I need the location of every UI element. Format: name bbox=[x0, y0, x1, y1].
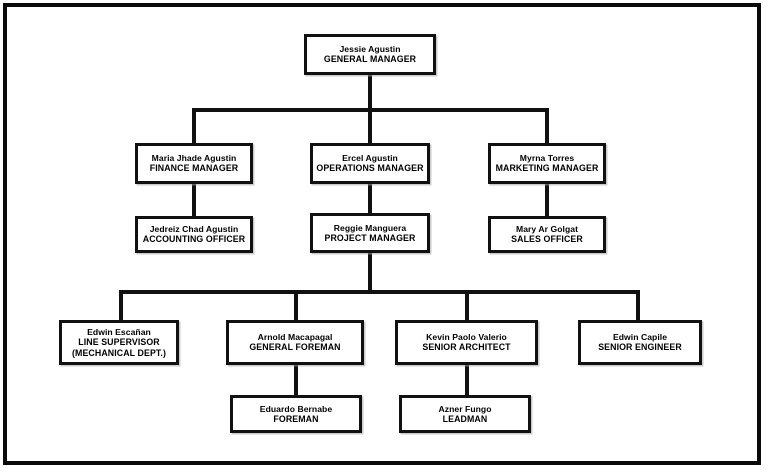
org-node-name: Mary Ar Golgat bbox=[516, 224, 578, 235]
chart-outer-frame: Jessie Agustin GENERAL MANAGER Maria Jha… bbox=[3, 3, 761, 465]
connector-senior-architect-leadman bbox=[465, 365, 469, 395]
connector-project-down bbox=[368, 252, 372, 292]
connector-drop-general-foreman bbox=[294, 290, 298, 320]
org-node-senior-architect[interactable]: Kevin Paolo Valerio SENIOR ARCHITECT bbox=[395, 320, 538, 365]
org-node-title: GENERAL FOREMAN bbox=[249, 342, 341, 353]
org-node-title: ACCOUNTING OFFICER bbox=[142, 234, 246, 245]
connector-drop-senior-architect bbox=[465, 290, 469, 320]
org-node-general-manager[interactable]: Jessie Agustin GENERAL MANAGER bbox=[304, 34, 436, 75]
org-node-title: FOREMAN bbox=[273, 413, 319, 424]
connector-gm-down bbox=[368, 74, 372, 110]
org-node-project-manager[interactable]: Reggie Manguera PROJECT MANAGER bbox=[310, 213, 430, 253]
org-node-name: Eduardo Bernabe bbox=[259, 403, 333, 414]
org-node-name: Reggie Manguera bbox=[333, 222, 407, 233]
connector-drop-operations bbox=[368, 108, 372, 144]
org-node-finance-manager[interactable]: Maria Jhade Agustin FINANCE MANAGER bbox=[135, 143, 253, 184]
org-node-name: Jedreiz Chad Agustin bbox=[149, 224, 239, 235]
connector-drop-finance bbox=[192, 108, 196, 144]
org-node-title: LEADMAN bbox=[442, 413, 488, 424]
org-node-name: Maria Jhade Agustin bbox=[151, 153, 237, 164]
org-node-general-foreman[interactable]: Arnold Macapagal GENERAL FOREMAN bbox=[226, 320, 364, 365]
org-node-leadman[interactable]: Azner Fungo LEADMAN bbox=[399, 395, 531, 433]
org-node-title: FINANCE MANAGER bbox=[149, 163, 239, 174]
org-node-title: LINE SUPERVISOR bbox=[78, 337, 160, 348]
org-node-title: SENIOR ARCHITECT bbox=[422, 342, 511, 353]
org-node-foreman[interactable]: Eduardo Bernabe FOREMAN bbox=[230, 395, 362, 433]
org-node-title: MARKETING MANAGER bbox=[495, 163, 599, 174]
org-node-name: Edwin Escañan bbox=[87, 327, 151, 338]
org-node-name: Ercel Agustin bbox=[342, 153, 398, 164]
org-node-name: Edwin Capile bbox=[612, 332, 668, 343]
org-node-subtitle: (MECHANICAL DEPT.) bbox=[71, 347, 166, 358]
org-node-name: Myrna Torres bbox=[519, 153, 575, 164]
connector-marketing-sales bbox=[545, 183, 549, 217]
org-node-accounting-officer[interactable]: Jedreiz Chad Agustin ACCOUNTING OFFICER bbox=[135, 216, 253, 253]
connector-drop-senior-engineer bbox=[636, 290, 640, 320]
org-node-title: SALES OFFICER bbox=[511, 234, 583, 245]
org-node-sales-officer[interactable]: Mary Ar Golgat SALES OFFICER bbox=[488, 216, 606, 253]
org-node-title: OPERATIONS MANAGER bbox=[316, 163, 424, 174]
org-node-title: PROJECT MANAGER bbox=[324, 232, 416, 243]
org-node-operations-manager[interactable]: Ercel Agustin OPERATIONS MANAGER bbox=[310, 143, 430, 184]
org-node-line-supervisor[interactable]: Edwin Escañan LINE SUPERVISOR (MECHANICA… bbox=[59, 320, 179, 365]
connector-general-foreman-foreman bbox=[294, 365, 298, 395]
org-node-senior-engineer[interactable]: Edwin Capile SENIOR ENGINEER bbox=[578, 320, 702, 365]
connector-drop-line-supervisor bbox=[119, 290, 123, 320]
org-node-name: Azner Fungo bbox=[438, 403, 492, 414]
connector-level4-bus bbox=[119, 290, 639, 294]
org-node-name: Jessie Agustin bbox=[339, 44, 401, 55]
org-node-title: SENIOR ENGINEER bbox=[598, 342, 682, 353]
connector-operations-project bbox=[368, 183, 372, 217]
connector-finance-accounting bbox=[192, 183, 196, 217]
org-node-name: Arnold Macapagal bbox=[257, 332, 333, 343]
connector-drop-marketing bbox=[545, 108, 549, 144]
org-node-title: GENERAL MANAGER bbox=[323, 54, 417, 65]
org-node-marketing-manager[interactable]: Myrna Torres MARKETING MANAGER bbox=[488, 143, 606, 184]
org-node-name: Kevin Paolo Valerio bbox=[426, 332, 507, 343]
